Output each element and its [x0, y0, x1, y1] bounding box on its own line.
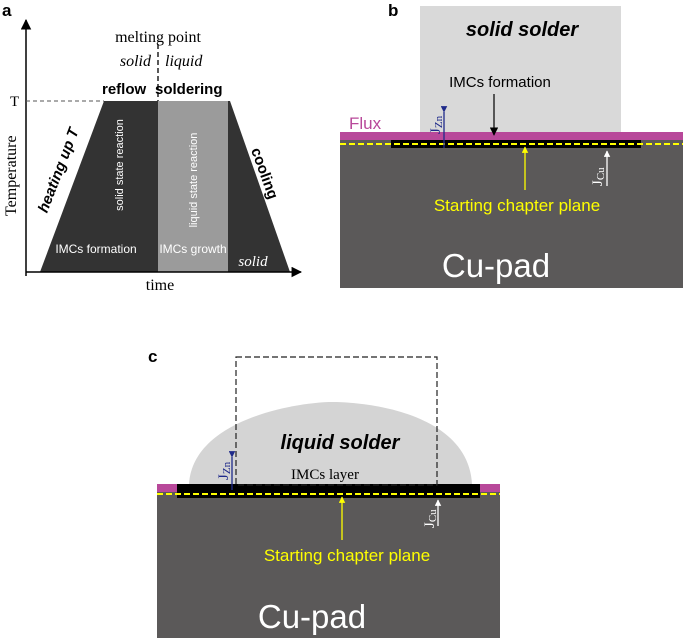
jzn-label-c: JZn: [216, 461, 233, 480]
jcu-label-b: JCu: [590, 167, 607, 186]
panel-a: a T Temperature time melting point solid…: [2, 1, 303, 294]
cu-pad-b: [340, 140, 683, 288]
jzn-label-b: JZn: [428, 115, 445, 134]
imcs-formation-b-label: IMCs formation: [449, 74, 551, 91]
imcs-growth-label: IMCs growth: [159, 242, 226, 256]
liquid-state-reaction-label: liquid state reaction: [188, 133, 200, 228]
solid-solder-block: [420, 6, 621, 140]
panel-b: b solid solder IMCs formation Flux JZn J…: [340, 1, 683, 288]
y-axis-label: Temperature: [3, 135, 20, 216]
panel-b-label: b: [388, 1, 398, 20]
reflow-label: reflow: [102, 81, 147, 98]
panel-a-label: a: [2, 1, 12, 20]
solid-top-label: solid: [120, 53, 152, 70]
heating-region: [40, 101, 158, 272]
flux-label: Flux: [349, 114, 382, 133]
panel-c-label: c: [148, 347, 157, 366]
soldering-label: soldering: [155, 81, 223, 98]
cu-pad-c: [157, 492, 500, 638]
liquid-solder-dome: [189, 402, 472, 484]
starting-plane-label-b: Starting chapter plane: [434, 196, 600, 215]
original-solder-outline: [235, 356, 438, 486]
starting-plane-label-c: Starting chapter plane: [264, 546, 430, 565]
flux-layer-b: [340, 132, 683, 140]
melting-point-label: melting point: [115, 29, 201, 46]
imcs-formation-a-label: IMCs formation: [55, 242, 136, 256]
x-axis-label: time: [146, 277, 174, 294]
temp-tick-label: T: [10, 94, 19, 110]
liquid-top-label: liquid: [165, 53, 203, 70]
imcs-layer-label: IMCs layer: [291, 467, 359, 483]
solid-state-reaction-label: solid state reaction: [114, 119, 126, 211]
liquid-region: [158, 101, 228, 272]
solid-bottom-label: solid: [238, 254, 268, 270]
jcu-label-c: JCu: [422, 509, 439, 528]
cooling-region: [228, 101, 290, 272]
panel-c: c liquid solder IMCs layer JZn JCu Start…: [148, 347, 500, 638]
solid-solder-label: solid solder: [466, 19, 579, 41]
imc-layer-c: [177, 484, 480, 498]
cu-pad-label-b: Cu-pad: [442, 247, 550, 284]
liquid-solder-label: liquid solder: [281, 432, 401, 454]
cu-pad-label-c: Cu-pad: [258, 598, 366, 635]
